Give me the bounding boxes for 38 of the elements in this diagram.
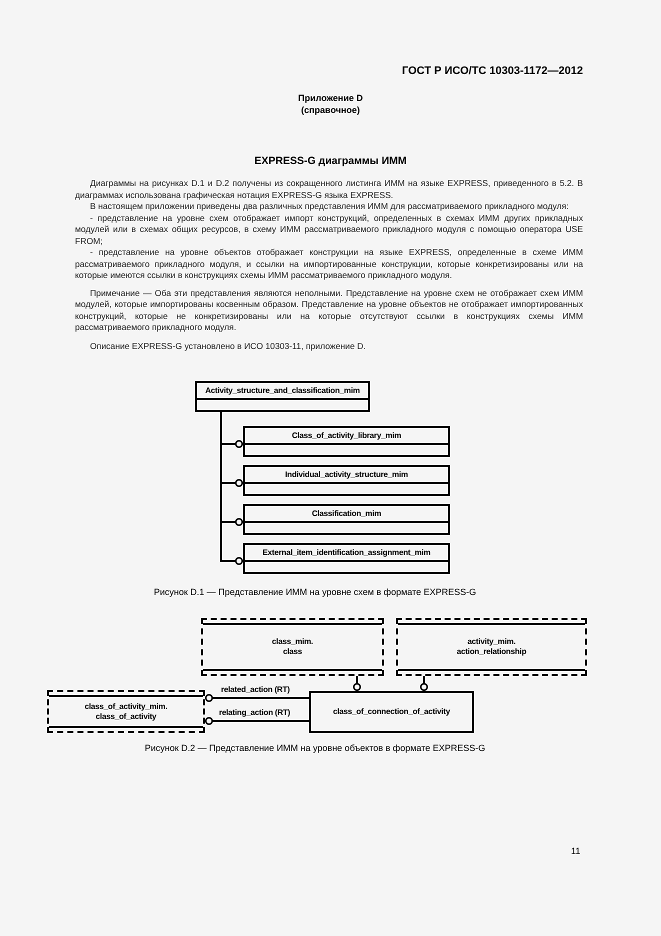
relationship-line xyxy=(205,694,309,702)
paragraph: В настоящем приложении приведены два различных представления ИММ для рассматриваемого прикладного модуля: xyxy=(89,201,570,212)
schema-box xyxy=(243,543,450,574)
schema-name: Class_of_activity_library_mim xyxy=(292,430,402,440)
reference-entity-box xyxy=(396,618,587,676)
figure-caption: Рисунок D.1 — Представление ИММ на уровне схем в формате EXPRESS-G xyxy=(152,586,478,599)
relationship-line xyxy=(220,412,243,565)
entity-name: class_of_activity_mim. class_of_activity xyxy=(84,702,168,722)
page-number: 11 xyxy=(571,845,580,858)
schema-name: External_item_identification_assignment_mim xyxy=(262,548,430,558)
figure-caption: Рисунок D.2 — Представление ИММ на уровне объектов в формате EXPRESS-G xyxy=(144,742,486,755)
section-title: EXPRESS-G диаграммы ИММ xyxy=(253,154,408,169)
document-number: ГОСТ Р ИСО/ТС 10303-1172—2012 xyxy=(402,64,583,79)
paragraph: Диаграммы на рисунках D.1 и D.2 получены из сокращенного листинга ИММ на языке EXPRESS, приведенного в 5.2. В диаграммах использована графическая нотация EXPRESS-G языка EXPRESS. xyxy=(75,178,583,201)
appendix-heading: Приложение D xyxy=(297,92,364,105)
schema-box xyxy=(243,504,450,535)
edge-label: relating_action (RT) xyxy=(218,708,292,718)
relationship-line xyxy=(205,717,309,725)
schema-box xyxy=(243,465,450,496)
schema-name: Individual_activity_structure_mim xyxy=(285,470,408,480)
reference-entity-box xyxy=(201,618,384,676)
schema-box xyxy=(243,426,450,457)
entity-name: activity_mim. action_relationship xyxy=(456,637,526,657)
relationship-line xyxy=(420,676,428,691)
schema-name: Activity_structure_and_classification_mim xyxy=(205,386,360,396)
entity-box xyxy=(309,691,474,733)
schema-name: class_of_connection_of_activity xyxy=(333,707,450,717)
note-paragraph: Примечание — Оба эти представления являются неполными. Представление на уровне схем не отображает схем ИММ модулей, которые импортированы косвенным образом. Представление на уровне объектов не отображает импортированных конструкций, которые не конкретизированы или на которые отсутствуют ссылки в конструкциях схемы ИММ рассматриваемого прикладного модуля. xyxy=(75,288,583,334)
relationship-line xyxy=(353,676,361,691)
entity-name: class_mim. class xyxy=(272,637,314,657)
edge-label: related_action (RT) xyxy=(220,685,291,695)
reference-entity-box xyxy=(47,690,205,733)
paragraph: Описание EXPRESS-G установлено в ИСО 10303-11, приложение D. xyxy=(89,340,367,352)
list-item: - представление на уровне объектов отображает конструкции на языке EXPRESS, определенные в схеме ИММ рассматриваемого прикладного модуля, и ссылки на импортированные конструкции, которые конкретизированы или на которые имеются ссылки в конструкциях схемы ИММ рассматриваемого прикладного модуля. xyxy=(75,247,583,282)
list-item: - представление на уровне схем отображает импорт конструкций, определенных в схемах ИММ других прикладных модулей или в схемах общих ресурсов, в схему ИММ рассматриваемого прикладного модуля с помощью оператора USE FROM; xyxy=(75,212,583,247)
schema-box xyxy=(195,381,370,412)
schema-name: Classification_mim xyxy=(312,508,382,518)
appendix-status: (справочное) xyxy=(300,104,361,117)
